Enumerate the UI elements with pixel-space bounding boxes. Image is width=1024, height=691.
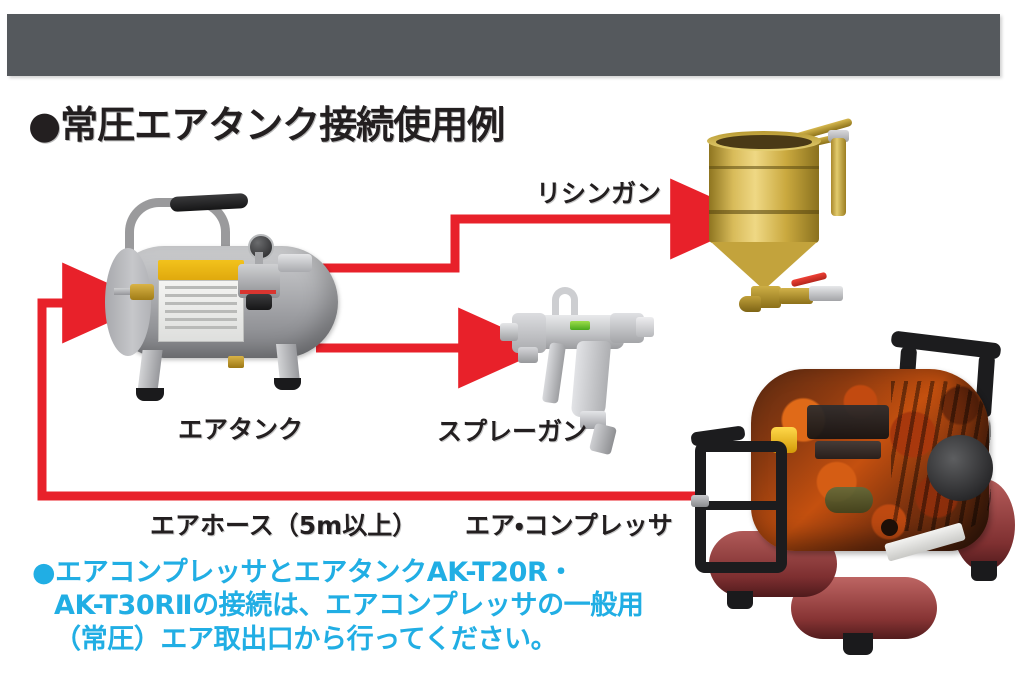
air-tank-regulator-stripe bbox=[240, 290, 276, 294]
top-header-bar bbox=[7, 14, 1000, 76]
spray-gun-image bbox=[498, 285, 658, 456]
spray-gun-adjuster bbox=[636, 317, 654, 337]
rishin-gun-side-tube bbox=[831, 138, 846, 216]
air-tank-drain-valve bbox=[228, 356, 244, 368]
compressor-badge bbox=[825, 487, 873, 513]
connection-note: ●エアコンプレッサとエアタンクAK-T20R・ AK-T30RⅡの接続は、エアコ… bbox=[32, 556, 712, 656]
air-tank-leg-left bbox=[137, 350, 163, 392]
air-tank-side-port bbox=[114, 288, 134, 295]
air-tank-brass-valve bbox=[130, 284, 154, 300]
spray-gun-hook bbox=[552, 287, 578, 317]
page-title: ●常圧エアタンク接続使用例 bbox=[28, 103, 505, 147]
rishin-gun-valve-body bbox=[779, 288, 813, 304]
air-tank-gauge-stem bbox=[255, 252, 263, 268]
label-air-compressor: エア・コンプレッサ bbox=[465, 511, 673, 540]
note-line-1: ●エアコンプレッサとエアタンクAK-T20R・ bbox=[32, 557, 575, 588]
compressor-fan-cover bbox=[927, 435, 993, 501]
rishin-gun-band-upper bbox=[709, 166, 819, 169]
compressor-air-outlet-port bbox=[691, 495, 709, 507]
compressor-frame-cross-bar bbox=[701, 501, 783, 510]
compressor-foot-left bbox=[727, 591, 753, 609]
spray-gun-green-marking bbox=[570, 321, 590, 330]
spray-gun-grip bbox=[570, 341, 612, 417]
note-line-3: （常圧）エア取出口から行ってください。 bbox=[54, 623, 558, 655]
rishin-gun-nozzle-tip bbox=[739, 296, 761, 312]
air-tank-image bbox=[100, 192, 350, 413]
spray-gun-trigger bbox=[541, 342, 567, 404]
rishin-gun-hopper bbox=[709, 138, 819, 243]
rishin-gun-image bbox=[695, 117, 875, 323]
air-tank-regulator-knob bbox=[246, 294, 272, 310]
rishin-gun-band-lower bbox=[709, 210, 819, 214]
compressor-control-panel bbox=[807, 405, 889, 439]
air-tank-foot-right bbox=[274, 378, 301, 390]
label-spray-gun: スプレーガン bbox=[437, 417, 588, 446]
spray-gun-nozzle bbox=[500, 323, 518, 341]
air-tank-end-cap bbox=[105, 248, 151, 356]
note-line-2: AK-T30RⅡの接続は、エアコンプレッサの一般用 bbox=[54, 590, 644, 622]
air-tank-foot-left bbox=[136, 388, 164, 401]
rishin-gun-air-coupler bbox=[809, 286, 843, 301]
air-tank-spec-label bbox=[158, 280, 244, 342]
compressor-port-hole bbox=[881, 519, 898, 536]
compressor-foot-right bbox=[971, 561, 997, 581]
label-air-tank: エアタンク bbox=[178, 415, 304, 444]
air-tank-outlet-coupler bbox=[278, 254, 312, 272]
rishin-gun-hopper-opening bbox=[716, 135, 812, 149]
compressor-display-strip bbox=[815, 441, 881, 459]
label-rishin-gun: リシンガン bbox=[536, 179, 662, 208]
arrow-tank-to-rishin-gun bbox=[316, 178, 761, 273]
compressor-foot-middle bbox=[843, 633, 873, 655]
spray-gun-cup-port bbox=[518, 347, 538, 363]
air-tank-yellow-label bbox=[158, 260, 244, 280]
air-tank-leg-right bbox=[276, 344, 300, 382]
label-air-hose: エアホース（5m以上） bbox=[150, 511, 418, 540]
air-tank-grip bbox=[169, 192, 249, 213]
air-compressor-image bbox=[690, 330, 1024, 663]
